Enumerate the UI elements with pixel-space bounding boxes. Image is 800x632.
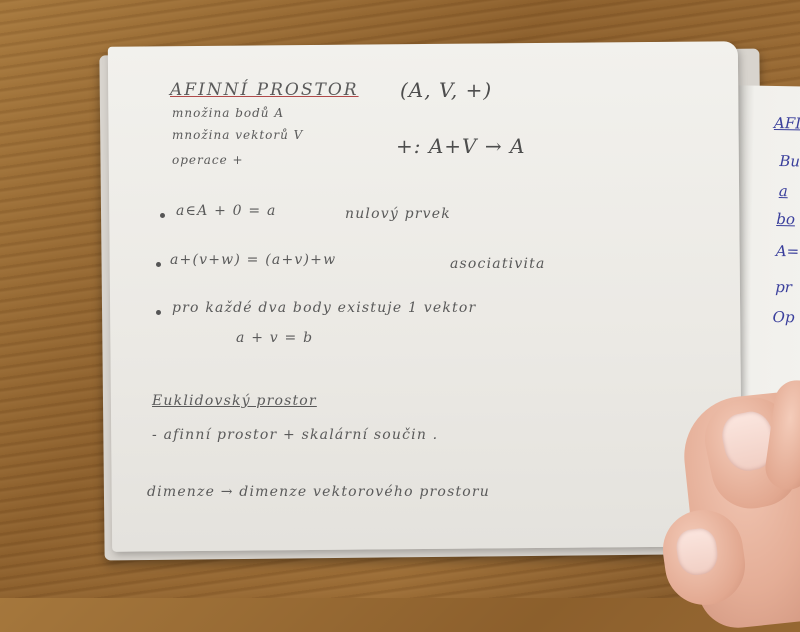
section-2-line: - afinní prostor + skalární součin . xyxy=(152,427,439,443)
right-page-line-3: bo xyxy=(776,210,796,229)
note-line-vectors: množina vektorů V xyxy=(172,128,304,142)
dimension-line: dimenze → dimenze vektorového prostoru xyxy=(147,484,491,500)
bullet-dot xyxy=(156,262,161,267)
bullet-dot xyxy=(160,213,165,218)
axiom-3: pro každé dva body existuje 1 vektor xyxy=(172,300,477,316)
note-title: AFINNÍ PROSTOR xyxy=(170,80,359,100)
right-page-line-2: a xyxy=(778,182,788,201)
right-page-title: AFIN xyxy=(773,113,800,133)
right-page-line-1: Bu xyxy=(779,152,800,171)
axiom-2: a+(v+w) = (a+v)+w xyxy=(170,252,337,268)
axiom-1-note: nulový prvek xyxy=(345,206,451,222)
note-tuple: (A, V, +) xyxy=(400,78,493,102)
right-page-line-6: Op xyxy=(772,307,795,327)
axiom-1: a∈A + 0 = a xyxy=(176,203,277,219)
right-page-line-4: A= xyxy=(775,242,800,261)
axiom-2-note: asociativita xyxy=(450,256,546,272)
note-mapping: +: A+V → A xyxy=(396,134,526,158)
section-2-title: Euklidovský prostor xyxy=(152,393,317,409)
note-line-operation: operace + xyxy=(172,153,244,167)
note-line-points: množina bodů A xyxy=(172,106,284,120)
bullet-dot xyxy=(156,310,161,315)
right-page-line-5: pr xyxy=(775,278,793,297)
fingernail xyxy=(674,526,721,578)
axiom-3-formula: a + v = b xyxy=(236,330,314,346)
